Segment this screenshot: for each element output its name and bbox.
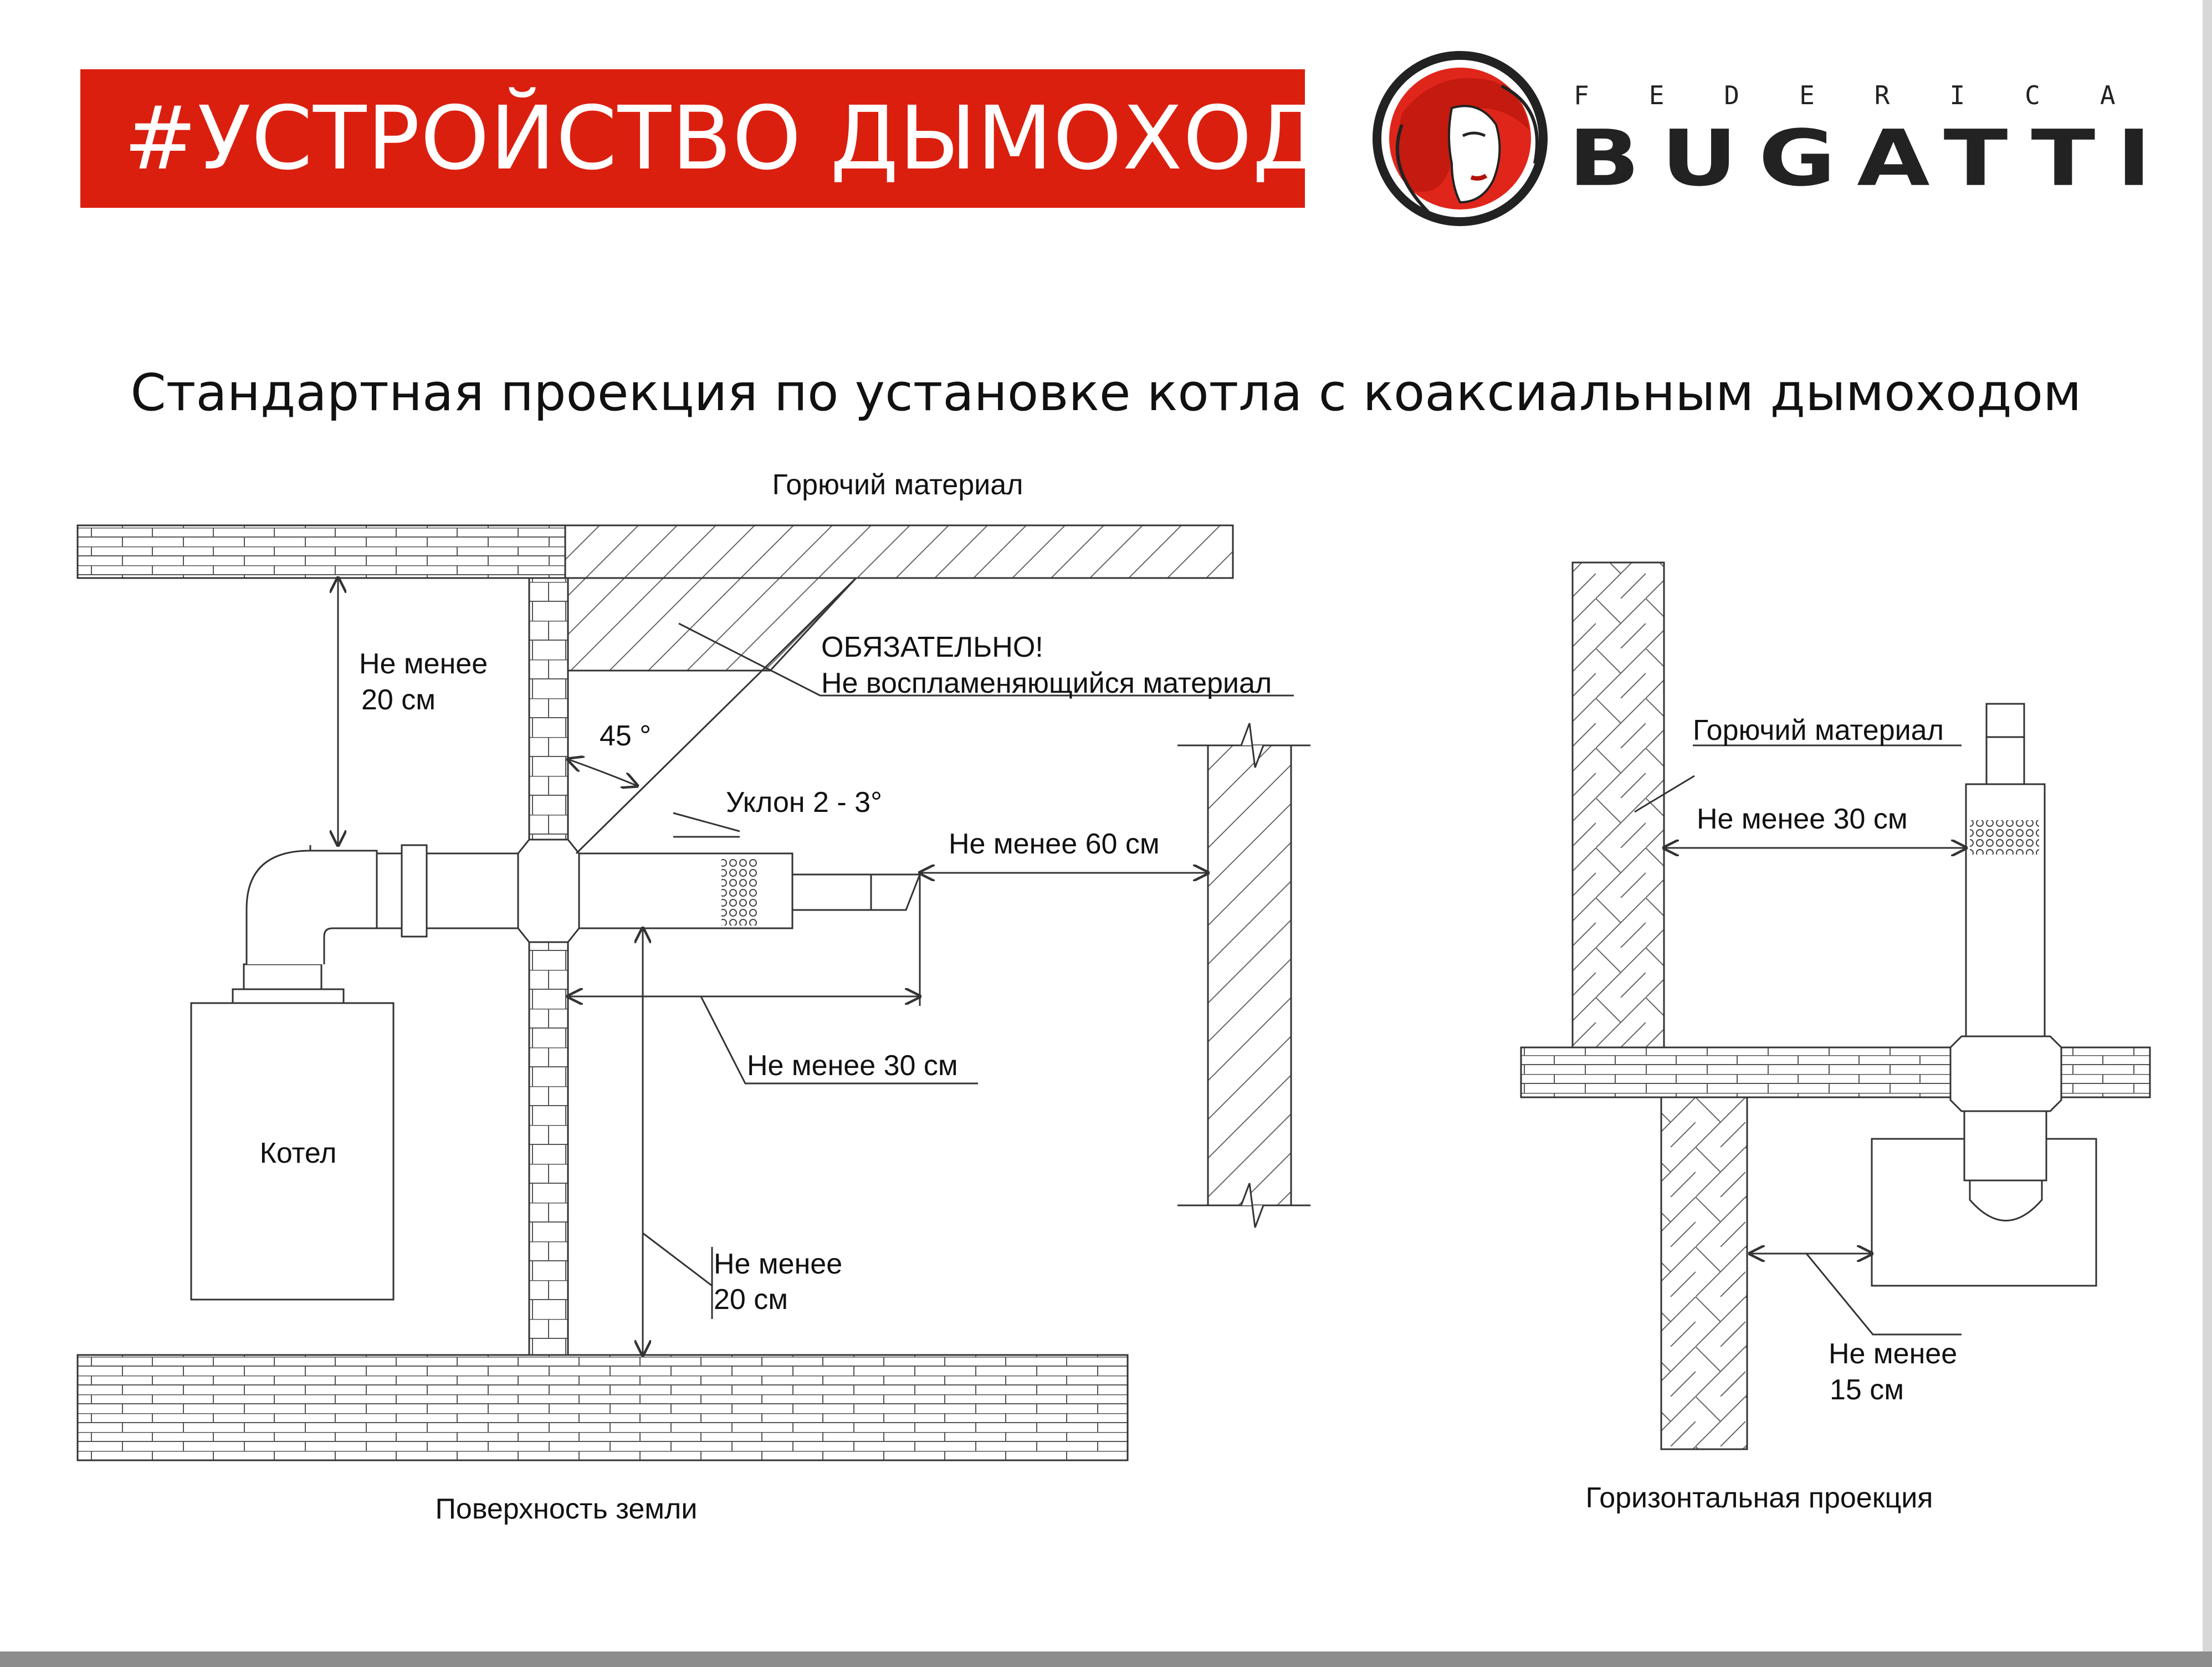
- label-horizontal-projection: Горизонтальная проекция: [1586, 1482, 1933, 1514]
- label-min15-1: Не менее: [1829, 1338, 1957, 1370]
- boiler: [190, 1002, 395, 1301]
- brand-federica: FEDERICA: [1574, 80, 2175, 110]
- banner-title: #УСТРОЙСТВО ДЫМОХОДА: [124, 88, 1382, 190]
- label-min15-2: 15 см: [1830, 1374, 1904, 1406]
- label-min60: Не менее 60 см: [949, 828, 1160, 860]
- far-wall: [1207, 744, 1292, 1206]
- brand-logo: FEDERICA BUGATTI: [1369, 47, 2175, 236]
- brand-bugatti: BUGATTI: [1568, 114, 2173, 204]
- ceiling-combustible: [564, 524, 1234, 579]
- diagram-title: Стандартная проекция по установке котла …: [130, 363, 2082, 422]
- label-min20-top-2: 20 см: [361, 684, 436, 716]
- page-edge: [2203, 0, 2212, 1667]
- label-combustible-top: Горючий материал: [772, 469, 1023, 501]
- label-min20-top-1: Не менее: [359, 648, 488, 680]
- side-wall-lower: [1660, 1096, 1748, 1450]
- non-combustible-insert: [567, 577, 858, 672]
- floor-brick: [76, 1354, 1129, 1461]
- label-min20-bottom-2: 20 см: [714, 1284, 788, 1316]
- label-boiler: Котел: [260, 1137, 337, 1169]
- bottom-bar: [0, 1651, 2212, 1667]
- label-min30: Не менее 30 см: [747, 1050, 958, 1082]
- label-mandatory-1: ОБЯЗАТЕЛЬНО!: [821, 631, 1043, 663]
- ceiling-brick: [76, 524, 566, 579]
- title-banner: #УСТРОЙСТВО ДЫМОХОДА: [80, 69, 1381, 208]
- label-angle: 45 °: [600, 720, 651, 752]
- label-combustible-right: Горючий материал: [1693, 714, 1944, 746]
- label-ground: Поверхность земли: [436, 1493, 698, 1525]
- label-min20-bottom-1: Не менее: [714, 1248, 842, 1280]
- wall-brick: [528, 577, 569, 1356]
- label-slope: Уклон 2 - 3°: [726, 786, 882, 819]
- side-wall-upper: [1571, 561, 1665, 1049]
- label-min30-right: Не менее 30 см: [1697, 803, 1908, 835]
- label-mandatory-2: Не воспламеняющийся материал: [821, 667, 1272, 699]
- woman-face-logo-icon: [1373, 51, 1548, 226]
